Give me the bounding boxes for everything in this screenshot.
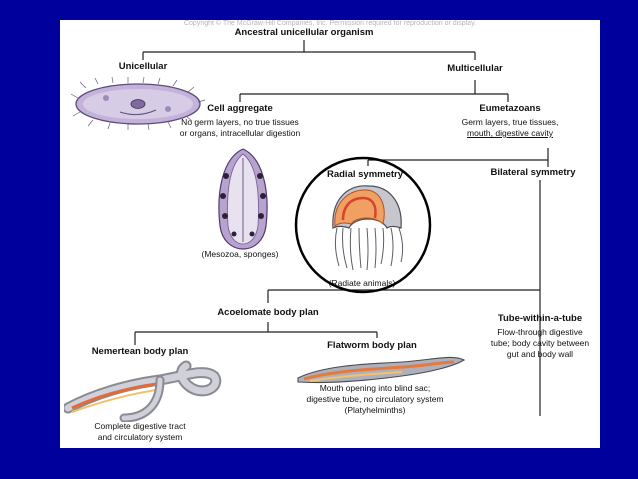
radial-symmetry-title: Radial symmetry	[326, 169, 404, 180]
cell-aggregate-example: (Mesozoa, sponges)	[201, 249, 279, 259]
radial-example: (Radiate animals)	[328, 278, 396, 288]
cell-aggregate-desc-1: No germ layers, no true tissues	[181, 117, 299, 127]
nemertean-title: Nemertean body plan	[91, 346, 189, 357]
eumetazoans-desc-1: Germ layers, true tissues,	[461, 117, 559, 127]
nemertean-desc-2: and circulatory system	[97, 432, 183, 442]
cell-aggregate-desc-2: or organs, intracellular digestion	[179, 128, 301, 138]
sponge-illustration	[218, 148, 268, 250]
unicellular-label: Unicellular	[118, 61, 168, 72]
flatworm-title: Flatworm body plan	[327, 340, 417, 351]
nemertean-desc-1: Complete digestive tract	[94, 421, 186, 431]
jellyfish-illustration	[332, 185, 404, 271]
cell-aggregate-title: Cell aggregate	[207, 103, 273, 114]
radial-highlight-circle	[294, 156, 432, 294]
flatworm-desc-2: digestive tube, no circulatory system	[306, 394, 444, 404]
tube-desc-1: Flow-through digestive	[497, 327, 583, 337]
flatworm-desc-1: Mouth opening into blind sac;	[319, 383, 431, 393]
tree-connectors	[134, 40, 549, 416]
ancestral-organism-label: Ancestral unicellular organism	[234, 27, 374, 38]
eumetazoans-desc-2: mouth, digestive cavity	[467, 128, 553, 138]
flatworm-illustration	[297, 356, 466, 384]
nemertean-worm-illustration	[64, 360, 222, 422]
tube-title: Tube-within-a-tube	[497, 313, 583, 324]
multicellular-label: Multicellular	[447, 63, 503, 74]
diagram-panel: Copyright © The McGraw-Hill Companies, I…	[60, 20, 600, 448]
tube-desc-2: tube; body cavity between	[490, 338, 590, 348]
tube-desc-3: gut and body wall	[506, 349, 574, 359]
eumetazoans-title: Eumetazoans	[479, 103, 541, 114]
flatworm-desc-3: (Platyhelminths)	[344, 405, 406, 415]
unicellular-organism-illustration	[70, 76, 206, 130]
bilateral-symmetry-title: Bilateral symmetry	[490, 167, 576, 178]
copyright-notice: Copyright © The McGraw-Hill Companies, I…	[183, 20, 476, 27]
acoelomate-title: Acoelomate body plan	[217, 307, 319, 318]
